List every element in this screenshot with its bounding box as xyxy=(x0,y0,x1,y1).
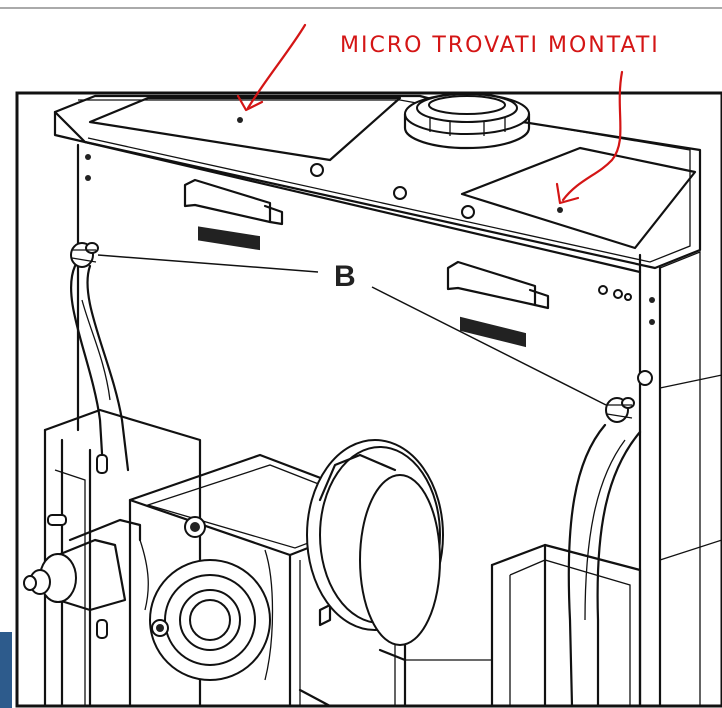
top-screw-hole-right xyxy=(557,207,563,213)
hose-clamp-left xyxy=(70,242,99,268)
leader-right xyxy=(371,286,607,406)
left-edge-bar xyxy=(0,632,12,708)
cabinet-top xyxy=(53,94,702,274)
gearbox xyxy=(128,453,407,708)
hose-clamp-right xyxy=(605,397,635,423)
red-arrow-left xyxy=(246,23,307,110)
motor-shaft xyxy=(23,518,142,612)
leader-left xyxy=(97,254,319,273)
top-screw-hole-left xyxy=(237,117,243,123)
motor-flange xyxy=(306,439,444,646)
hose-left xyxy=(70,264,130,472)
red-arrow-right-head xyxy=(555,182,580,205)
top-flange-cap xyxy=(403,93,531,150)
handwritten-note-text: MICRO TROVATI MONTATI xyxy=(340,33,660,58)
bracket-right xyxy=(490,543,642,708)
connector-left xyxy=(183,178,284,251)
red-arrow-left-head xyxy=(236,94,264,112)
handwritten-annotation: MICRO TROVATI MONTATI xyxy=(236,23,660,205)
red-arrow-right xyxy=(561,70,624,202)
hose-right xyxy=(567,423,642,708)
connector-right xyxy=(446,260,550,348)
callout-label-b: B xyxy=(334,260,356,293)
